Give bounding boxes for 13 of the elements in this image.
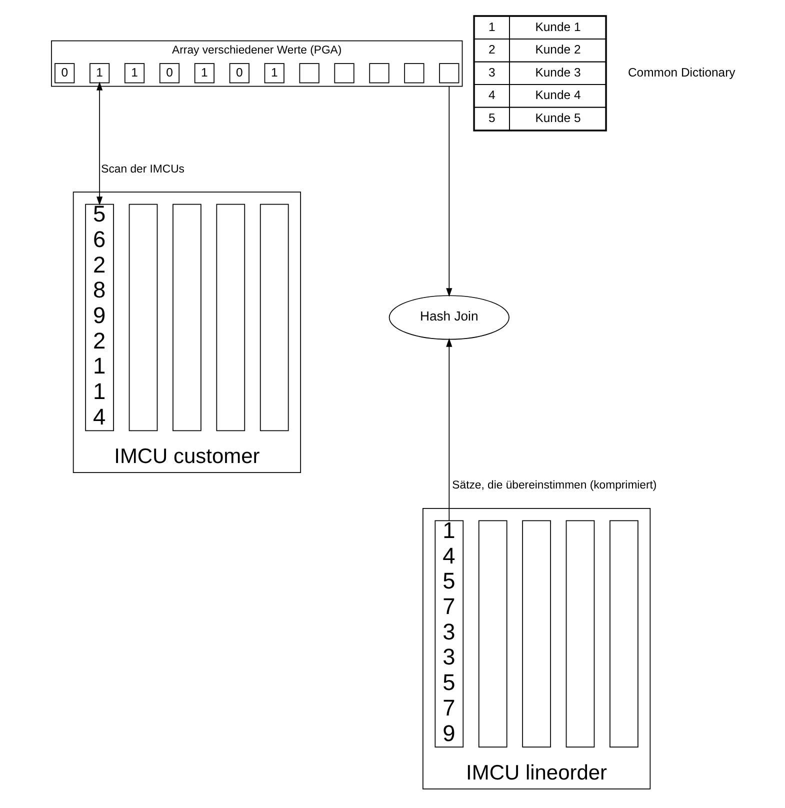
edge-label: Scan der IMCUs	[100, 163, 184, 176]
label: Kunde 4	[534, 88, 580, 102]
label: 3	[488, 65, 495, 80]
label: 4	[488, 88, 495, 102]
label: 1	[488, 20, 495, 34]
label: Kunde 5	[534, 110, 580, 125]
label: Kunde 3	[534, 65, 580, 80]
label: Common Dictionary	[627, 65, 735, 80]
label: 2	[488, 42, 495, 57]
label: Kunde 2	[534, 42, 580, 57]
edge-label: Sätze, die übereinstimmen (komprimiert)	[452, 480, 656, 492]
label: 5	[488, 110, 495, 125]
label: Kunde 1	[534, 20, 580, 34]
